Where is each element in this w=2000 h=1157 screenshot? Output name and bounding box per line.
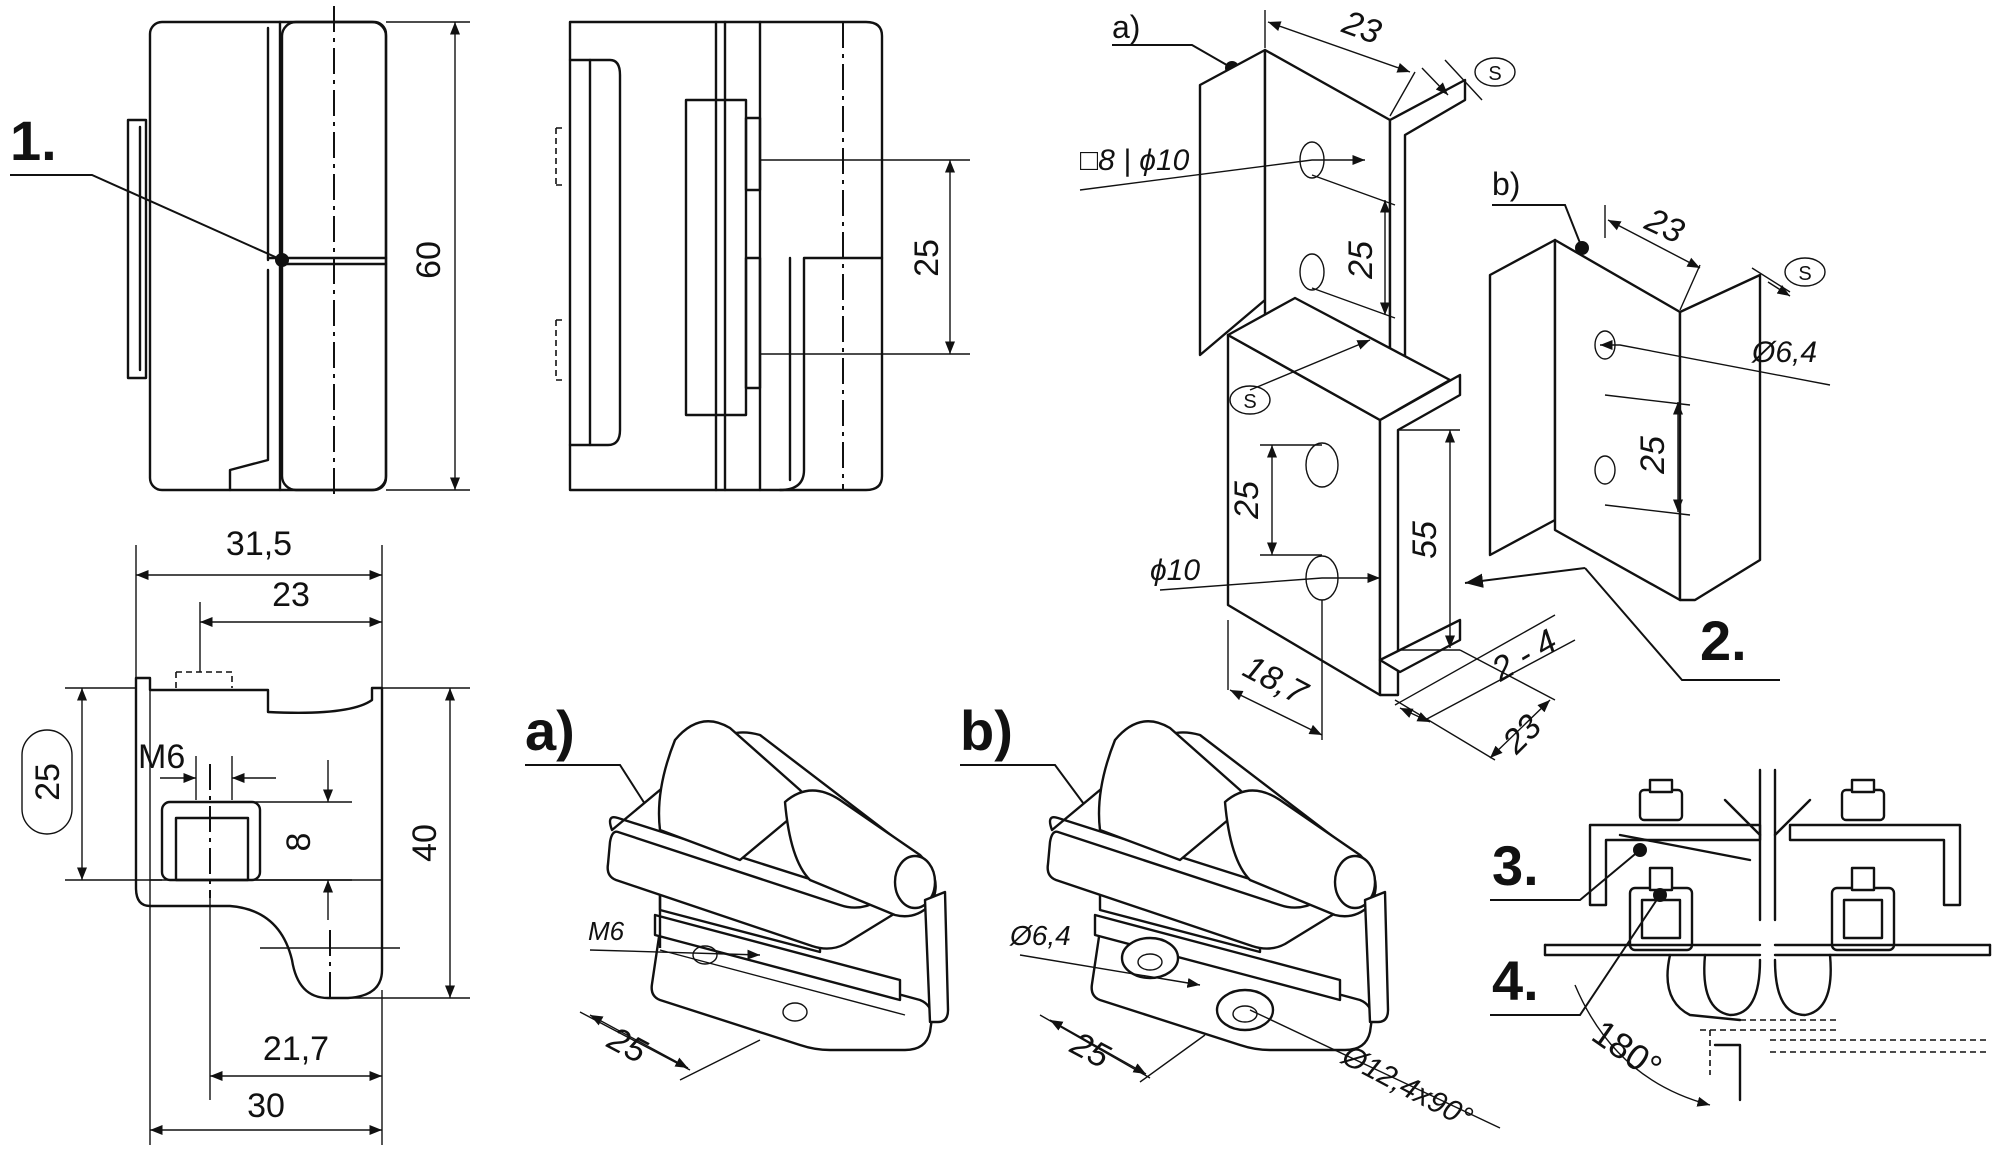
callout-3-label: 3.	[1492, 834, 1539, 897]
section-view: 180°	[1543, 768, 1992, 1107]
sq8-d10-label: □8 | ϕ10	[1080, 144, 1190, 177]
callout-3: 3.	[1490, 834, 1647, 901]
front-view: 60	[126, 6, 470, 500]
dim-60-label: 60	[410, 241, 448, 279]
dim-25-b-label: 25	[1634, 436, 1672, 475]
bracket-a-label: a)	[1112, 9, 1140, 45]
d12-4-label: Ø12,4x90°	[1336, 1039, 1478, 1135]
hinge-a-isometric: a) M6 25	[525, 699, 950, 1081]
dim-23-a-label: 23	[1337, 3, 1387, 52]
dim-23-plan-label: 23	[272, 576, 310, 614]
callout-1-label: 1.	[10, 109, 57, 172]
dim-40-label: 40	[406, 824, 444, 862]
plan-view: 31,5 23 25 M6 8 40 21,7 30	[21, 525, 470, 1145]
dim-18-7-label: 18,7	[1237, 648, 1314, 713]
s-mark-c: S	[1798, 263, 1811, 285]
bracket-a: a) 23 S □8 | ϕ10 25 S 25 ϕ10	[1079, 3, 1576, 762]
dim-25-plan-label: 25	[29, 763, 67, 801]
callout-4-label: 4.	[1492, 949, 1539, 1012]
dim-31-5-label: 31,5	[226, 525, 292, 563]
side-view: 25	[555, 20, 970, 492]
d10-a-label: ϕ10	[1150, 554, 1200, 587]
dim-25-a-label: 25	[1342, 241, 1380, 280]
bracket-b-label: b)	[1492, 166, 1520, 202]
m6-iso-label: M6	[588, 916, 625, 946]
s-mark-a: S	[1488, 63, 1501, 85]
callout-1: 1.	[10, 109, 289, 267]
dim-30-label: 30	[247, 1087, 285, 1125]
hinge-a-callout: a)	[525, 699, 575, 762]
callout-4: 4.	[1490, 888, 1667, 1016]
dim-23-b-label: 23	[1639, 200, 1690, 251]
bracket-b: b) 23 S Ø6,4 25	[1488, 166, 1831, 602]
dim-8-label: 8	[280, 833, 318, 852]
d6-4-b-label: Ø6,4	[1751, 336, 1817, 369]
angle-180-label: 180°	[1585, 1012, 1670, 1088]
s-mark-b: S	[1243, 391, 1256, 413]
callout-2: 2.	[1464, 567, 1780, 681]
hinge-b-isometric: b) Ø6,4 25 Ø12,4x90°	[960, 699, 1501, 1135]
d6-4-iso-label: Ø6,4	[1009, 920, 1071, 951]
dim-55-label: 55	[1406, 521, 1444, 559]
callout-2-label: 2.	[1700, 609, 1747, 672]
hinge-b-callout: b)	[960, 699, 1013, 762]
dim-23-bottom-label: 23	[1495, 707, 1549, 761]
dim-21-7-label: 21,7	[263, 1030, 329, 1068]
dim-25-a-lower-label: 25	[1228, 481, 1266, 520]
dim-25-side-label: 25	[908, 239, 946, 277]
m6-plan-label: M6	[138, 738, 185, 776]
